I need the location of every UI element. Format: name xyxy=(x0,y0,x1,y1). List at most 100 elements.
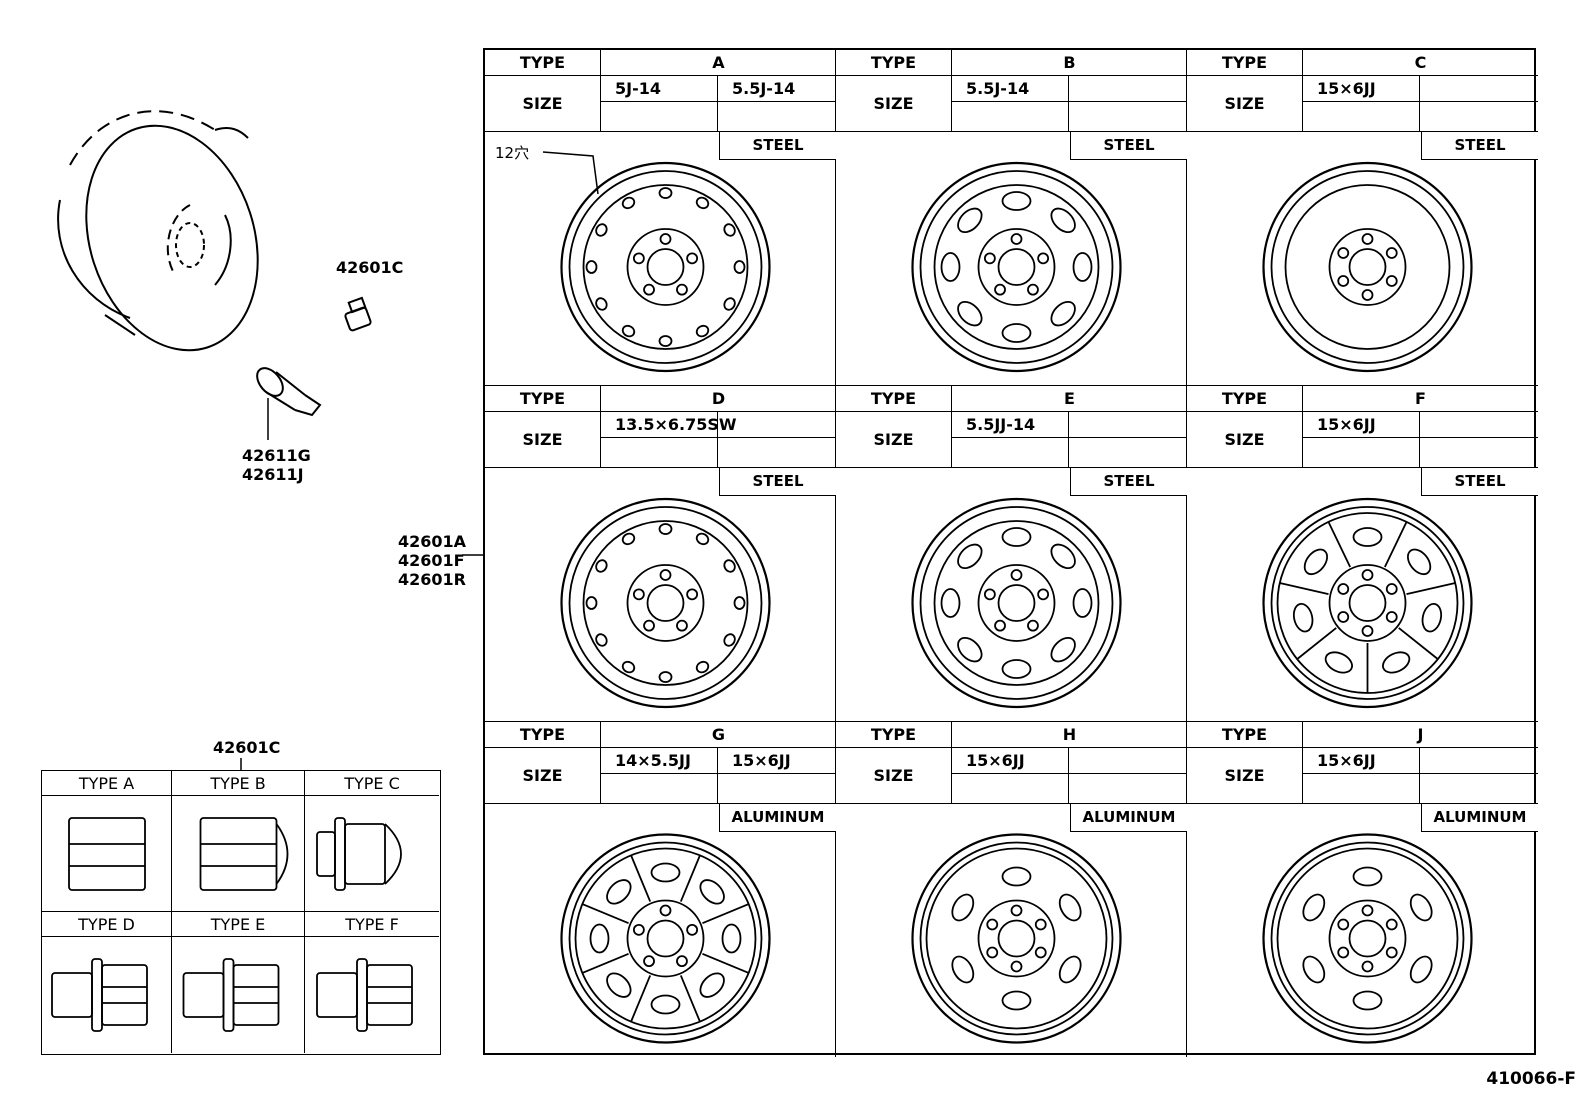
nut-cell-e: TYPE E xyxy=(172,912,305,1053)
material-label: ALUMINUM xyxy=(1070,804,1187,832)
size-empty-2 xyxy=(1069,438,1187,468)
size-value-1: 15×6JJ xyxy=(1303,76,1420,102)
wheel-illustration-d xyxy=(560,497,771,709)
size-value-1: 15×6JJ xyxy=(1303,412,1420,438)
nut-type-label: TYPE B xyxy=(172,771,304,796)
nut-cell-d: TYPE D xyxy=(42,912,172,1053)
size-empty-2 xyxy=(1420,774,1538,804)
valve-cap-illustration xyxy=(344,296,372,332)
size-empty-2 xyxy=(718,102,836,132)
size-value-2 xyxy=(718,412,836,438)
size-value-1: 13.5×6.75SW xyxy=(601,412,737,438)
size-empty-2 xyxy=(718,438,836,468)
type-letter: F xyxy=(1303,386,1538,412)
nut-type-label: TYPE F xyxy=(305,912,439,937)
wheel-illustration-c xyxy=(1262,161,1473,373)
size-empty-1 xyxy=(952,438,1069,468)
wheel-part-number-1: 42601A xyxy=(398,532,467,551)
size-empty-1 xyxy=(601,774,718,804)
valve-cap-part-number: 42601C xyxy=(336,258,404,277)
size-value-1: 5.5J-14 xyxy=(952,76,1069,102)
material-label: STEEL xyxy=(719,468,836,496)
tire-illustration xyxy=(57,110,259,352)
size-value-2 xyxy=(1069,412,1187,438)
size-empty-2 xyxy=(1420,102,1538,132)
size-label: SIZE xyxy=(1187,748,1303,804)
size-label: SIZE xyxy=(485,748,601,804)
nut-illustration xyxy=(199,817,289,891)
size-value-2 xyxy=(1069,748,1187,774)
size-empty-2 xyxy=(718,774,836,804)
material-label: STEEL xyxy=(1421,132,1538,160)
size-empty-2 xyxy=(1069,102,1187,132)
size-value-1: 15×6JJ xyxy=(952,748,1069,774)
type-label: TYPE xyxy=(1187,386,1303,412)
type-letter: C xyxy=(1303,50,1538,76)
type-label: TYPE xyxy=(485,722,601,748)
wheel-illustration-b xyxy=(911,161,1122,373)
wheel-part-number-3: 42601R xyxy=(398,570,466,589)
nut-type-label: TYPE E xyxy=(172,912,304,937)
size-value-2 xyxy=(1069,76,1187,102)
nut-type-label: TYPE D xyxy=(42,912,171,937)
type-letter: D xyxy=(601,386,836,412)
nut-illustration xyxy=(68,817,146,891)
size-label: SIZE xyxy=(836,748,952,804)
type-label: TYPE xyxy=(836,722,952,748)
size-value-2 xyxy=(1420,76,1538,102)
material-label: STEEL xyxy=(1070,132,1187,160)
material-label: ALUMINUM xyxy=(1421,804,1538,832)
size-label: SIZE xyxy=(836,76,952,132)
size-empty-1 xyxy=(952,102,1069,132)
nut-illustration xyxy=(316,958,413,1032)
type-letter: E xyxy=(952,386,1187,412)
size-value-2: 15×6JJ xyxy=(718,748,836,774)
material-label: ALUMINUM xyxy=(719,804,836,832)
valve-part-number-2: 42611J xyxy=(242,465,304,484)
size-value-2 xyxy=(1420,412,1538,438)
size-empty-1 xyxy=(601,102,718,132)
wheel-part-number-2: 42601F xyxy=(398,551,465,570)
type-label: TYPE xyxy=(836,386,952,412)
nut-group-part-number: 42601C xyxy=(213,738,281,757)
size-label: SIZE xyxy=(1187,76,1303,132)
size-value-2: 5.5J-14 xyxy=(718,76,836,102)
nut-type-label: TYPE A xyxy=(42,771,171,796)
size-label: SIZE xyxy=(836,412,952,468)
type-label: TYPE xyxy=(485,386,601,412)
size-empty-1 xyxy=(952,774,1069,804)
size-value-2 xyxy=(1420,748,1538,774)
diagram-code: 410066-F xyxy=(1486,1069,1576,1089)
size-value-1: 5J-14 xyxy=(601,76,718,102)
wheel-illustration-e xyxy=(911,497,1122,709)
size-label: SIZE xyxy=(1187,412,1303,468)
size-value-1: 14×5.5JJ xyxy=(601,748,718,774)
size-value-1: 5.5JJ-14 xyxy=(952,412,1069,438)
size-label: SIZE xyxy=(485,412,601,468)
size-empty-1 xyxy=(1303,438,1420,468)
wheel-illustration-j xyxy=(1262,833,1473,1044)
material-label: STEEL xyxy=(719,132,836,160)
type-letter: J xyxy=(1303,722,1538,748)
nut-cell-b: TYPE B xyxy=(172,771,305,912)
hole-count-note: 12穴 xyxy=(495,144,530,162)
nut-cell-a: TYPE A xyxy=(42,771,172,912)
type-letter: B xyxy=(952,50,1187,76)
nut-illustration xyxy=(316,817,402,891)
type-label: TYPE xyxy=(1187,50,1303,76)
wheel-illustration-g xyxy=(560,833,771,1044)
nut-cell-c: TYPE C xyxy=(305,771,439,912)
wheel-illustration-a xyxy=(542,151,771,373)
nut-illustration xyxy=(182,958,280,1032)
size-empty-2 xyxy=(1069,774,1187,804)
